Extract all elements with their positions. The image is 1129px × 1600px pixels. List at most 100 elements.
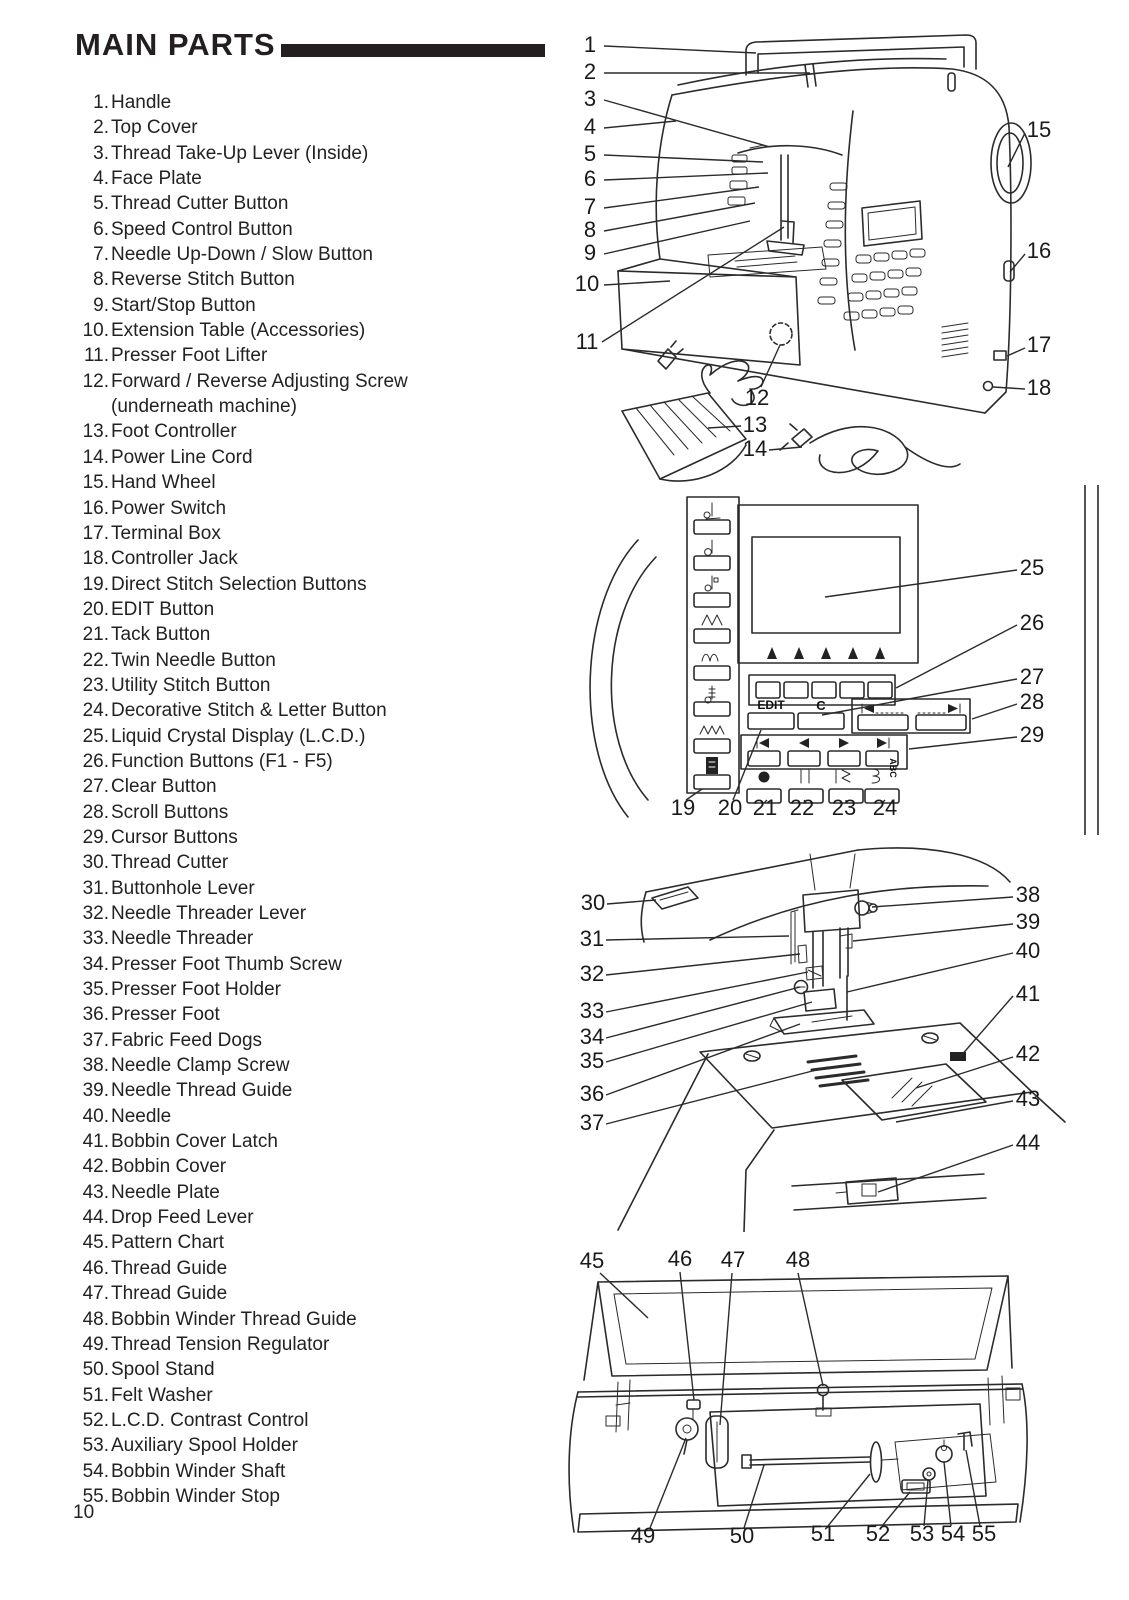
list-item: 31.Buttonhole Lever [75,876,553,901]
callout-number-12: 12 [745,385,769,410]
callout-number-42: 42 [1016,1041,1040,1066]
item-label: Foot Controller [111,421,237,443]
callout-number-11: 11 [576,329,599,354]
callout-number-43: 43 [1016,1086,1040,1111]
page-header: MAIN PARTS [75,28,545,62]
item-label: Top Cover [111,117,198,139]
leader-line-20 [732,729,762,801]
lcd-contrast-drawing [901,1479,931,1494]
item-number: 7. [93,244,109,266]
stitch-icon-5 [701,653,719,662]
leader-line-9 [603,220,751,255]
lcd-panel-drawing [737,504,919,664]
winder-stop-drawing [957,1431,973,1451]
item-number: 47. [82,1283,109,1305]
item-label: Twin Needle Button [111,649,276,671]
list-item: 20.EDIT Button [75,597,553,622]
item-number: 52. [82,1409,109,1431]
lcd-drawing [861,200,923,247]
list-item: 29.Cursor Buttons [75,825,553,850]
scroll-buttons-drawing [851,698,971,734]
item-label: Drop Feed Lever [111,1207,254,1229]
leader-line-6 [603,172,769,181]
leader-line-39 [852,923,1014,942]
list-item: 15.Hand Wheel [75,470,553,495]
item-number: 37. [82,1029,109,1051]
item-label: Needle Thread Guide [111,1080,293,1102]
stitch-icon-1 [703,502,721,520]
leader-line-51 [827,1473,871,1527]
list-item: 10.Extension Table (Accessories) [75,318,553,343]
leader-line-29 [908,736,1018,750]
winder-shaft-drawing [935,1439,953,1463]
callout-number-3: 3 [584,86,596,111]
direct-stitch-buttons-drawing [686,496,740,794]
lcd-screen-drawing [751,536,901,634]
item-label: Needle [111,1105,172,1127]
item-number: 24. [82,700,109,722]
item-number: 17. [82,522,109,544]
item-label: Clear Button [111,776,217,798]
item-number: 3. [93,142,109,164]
list-item: 26.Function Buttons (F1 - F5) [75,749,553,774]
utility-stitch-icon [835,768,851,784]
leader-line-11 [601,226,785,343]
item-number: 48. [82,1308,109,1330]
thread-cutter-drawing [651,886,699,910]
callout-number-25: 25 [1020,555,1044,580]
title-rule [280,44,545,57]
callout-number-29: 29 [1020,722,1044,747]
item-number: 54. [82,1460,109,1482]
item-number [75,394,109,419]
cursor-last-icon [877,737,890,749]
list-item: 11.Presser Foot Lifter [75,343,553,368]
leader-line-27 [821,678,1018,716]
callout-number-9: 9 [584,240,596,265]
item-label: Presser Foot [111,1004,220,1026]
foot-controller-drawing [621,340,764,482]
list-item: 9.Start/Stop Button [75,293,553,318]
callout-number-17: 17 [1027,332,1051,357]
callout-number-45: 45 [580,1248,604,1273]
item-label: Decorative Stitch & Letter Button [111,700,387,722]
item-number: 33. [82,928,109,950]
callout-number-51: 51 [811,1521,835,1546]
item-number: 18. [82,548,109,570]
item-label: Needle Clamp Screw [111,1055,290,1077]
spool-stand-drawing [741,1454,871,1469]
callout-number-7: 7 [584,194,596,219]
callout-number-14: 14 [743,436,767,461]
leader-line-26 [895,624,1018,689]
item-label: Handle [111,92,172,113]
callout-number-24: 24 [873,795,897,820]
needle-assembly-drawing [769,853,878,1035]
item-label: Bobbin Winder Shaft [111,1460,286,1482]
callout-number-31: 31 [580,926,604,951]
list-item: 36.Presser Foot [75,1002,553,1027]
callout-number-46: 46 [668,1246,692,1271]
item-label: Start/Stop Button [111,294,256,316]
item-number: 6. [93,218,109,240]
item-label: Scroll Buttons [111,801,229,823]
item-label: Bobbin Winder Thread Guide [111,1308,357,1330]
item-number: 44. [82,1207,109,1229]
callout-number-18: 18 [1027,375,1051,400]
item-number: 45. [82,1232,109,1254]
page-number: 10 [73,1502,95,1523]
item-label: Bobbin Cover Latch [111,1131,278,1153]
list-item: 39.Needle Thread Guide [75,1078,553,1103]
item-label: (underneath machine) [111,396,297,418]
leader-line-55 [965,1449,981,1527]
leader-line-40 [846,952,1014,993]
item-label: Controller Jack [111,548,238,570]
callout-number-35: 35 [580,1048,604,1073]
item-number: 16. [82,497,109,519]
callout-number-32: 32 [580,961,604,986]
aux-spool-holder-drawing [922,1467,936,1481]
leader-line-37 [605,1066,829,1125]
item-number: 55. [82,1485,109,1507]
list-item: 30.Thread Cutter [75,850,553,875]
item-number: 13. [82,421,109,443]
callout-number-4: 4 [584,114,596,139]
hand-wheel-drawing [990,122,1032,204]
